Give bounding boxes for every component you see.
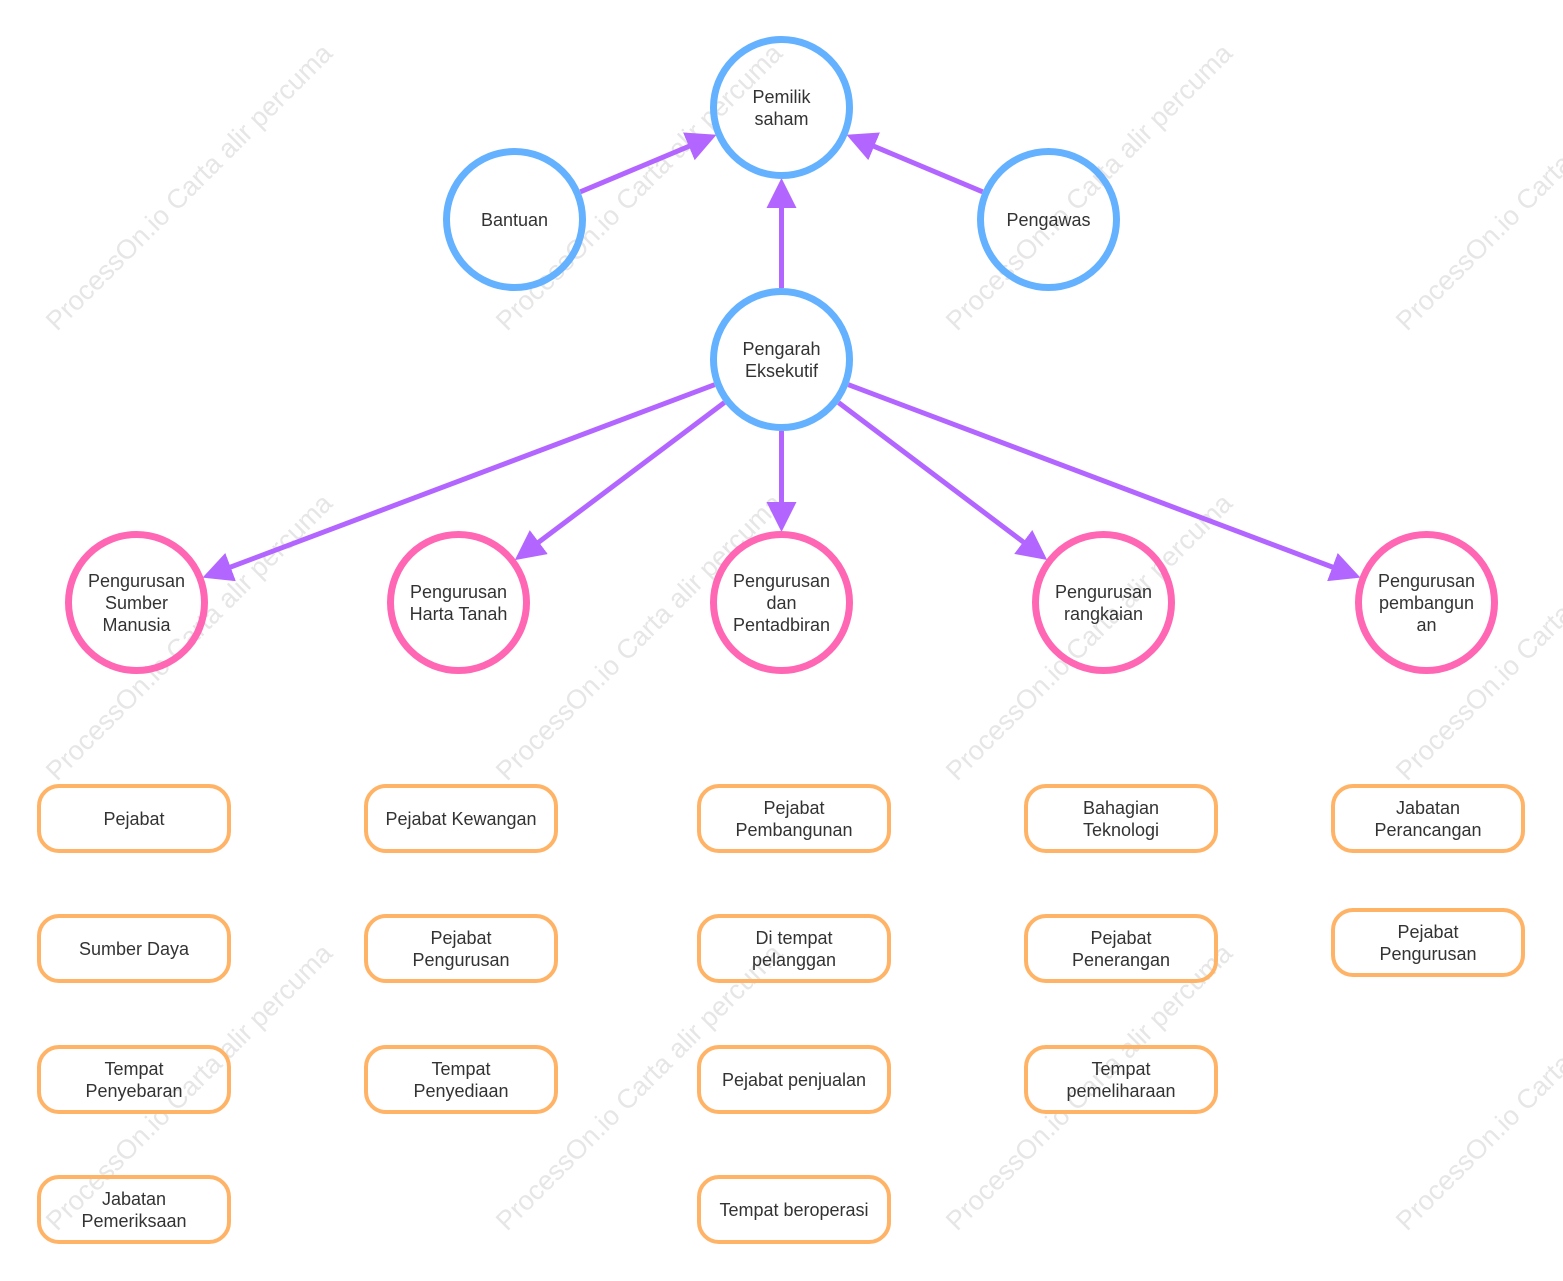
node-label: Pengawas xyxy=(1006,209,1091,230)
unit-pejabat-pengurusan-2[interactable]: Pejabat Pengurusan xyxy=(1331,908,1525,977)
node-dept-rangkaian[interactable]: Pengurusan rangkaian xyxy=(1032,531,1175,674)
node-pengawas[interactable]: Pengawas xyxy=(977,148,1120,291)
unit-label: Pejabat Pengurusan xyxy=(412,927,510,970)
node-bantuan[interactable]: Bantuan xyxy=(443,148,586,291)
unit-label: Sumber Daya xyxy=(78,938,190,959)
arrow-bantuan-to-pemilik_saham xyxy=(579,132,717,195)
unit-label: Pejabat Penerangan xyxy=(1071,927,1171,970)
unit-tempat-beroperasi[interactable]: Tempat beroperasi xyxy=(697,1175,891,1244)
unit-label: Pejabat xyxy=(103,808,165,829)
node-label: Pengurusan Harta Tanah xyxy=(409,581,508,624)
node-label: Pengurusan rangkaian xyxy=(1054,581,1153,624)
node-pemilik-saham[interactable]: Pemilik saham xyxy=(710,36,853,179)
unit-sumber-daya[interactable]: Sumber Daya xyxy=(37,914,231,983)
arrow-pengarah_eksekutif-to-dept_sumber_manusia xyxy=(202,382,716,582)
unit-tempat-penyebaran[interactable]: Tempat Penyebaran xyxy=(37,1045,231,1114)
unit-tempat-pemeliharaan[interactable]: Tempat pemeliharaan xyxy=(1024,1045,1218,1114)
unit-label: Tempat pemeliharaan xyxy=(1066,1058,1176,1101)
unit-label: Pejabat penjualan xyxy=(721,1069,867,1090)
unit-tempat-penyediaan[interactable]: Tempat Penyediaan xyxy=(364,1045,558,1114)
node-dept-pentadbiran[interactable]: Pengurusan dan Pentadbiran xyxy=(710,531,853,674)
node-pengarah-eksekutif[interactable]: Pengarah Eksekutif xyxy=(710,288,853,431)
node-label: Pemilik saham xyxy=(752,86,811,129)
unit-label: Jabatan Perancangan xyxy=(1374,797,1482,840)
unit-label: Tempat Penyebaran xyxy=(85,1058,183,1101)
unit-di-tempat-pelanggan[interactable]: Di tempat pelanggan xyxy=(697,914,891,983)
arrow-pengarah_eksekutif-to-dept_harta_tanah xyxy=(514,400,726,561)
unit-label: Jabatan Pemeriksaan xyxy=(81,1188,187,1231)
node-label: Pengarah Eksekutif xyxy=(742,338,821,381)
unit-label: Tempat beroperasi xyxy=(719,1199,869,1220)
node-label: Pengurusan Sumber Manusia xyxy=(87,570,186,635)
unit-jabatan-perancangan[interactable]: Jabatan Perancangan xyxy=(1331,784,1525,853)
node-dept-harta-tanah[interactable]: Pengurusan Harta Tanah xyxy=(387,531,530,674)
arrow-pengawas-to-pemilik_saham xyxy=(846,132,984,195)
unit-pejabat-pembangunan[interactable]: Pejabat Pembangunan xyxy=(697,784,891,853)
unit-label: Pejabat Kewangan xyxy=(385,808,537,829)
unit-jabatan-pemeriksaan[interactable]: Jabatan Pemeriksaan xyxy=(37,1175,231,1244)
unit-pejabat-kewangan[interactable]: Pejabat Kewangan xyxy=(364,784,558,853)
unit-pejabat[interactable]: Pejabat xyxy=(37,784,231,853)
arrow-pengarah_eksekutif-to-dept_pembangunan xyxy=(847,382,1361,582)
node-dept-sumber-manusia[interactable]: Pengurusan Sumber Manusia xyxy=(65,531,208,674)
node-label: Bantuan xyxy=(480,209,549,230)
node-dept-pembangunan[interactable]: Pengurusan pembangun an xyxy=(1355,531,1498,674)
unit-pejabat-penerangan[interactable]: Pejabat Penerangan xyxy=(1024,914,1218,983)
unit-label: Pejabat Pengurusan xyxy=(1379,921,1477,964)
unit-pejabat-pengurusan[interactable]: Pejabat Pengurusan xyxy=(364,914,558,983)
node-label: Pengurusan pembangun an xyxy=(1377,570,1476,635)
unit-label: Bahagian Teknologi xyxy=(1082,797,1160,840)
unit-bahagian-teknologi[interactable]: Bahagian Teknologi xyxy=(1024,784,1218,853)
node-label: Pengurusan dan Pentadbiran xyxy=(732,570,831,635)
unit-label: Di tempat pelanggan xyxy=(751,927,837,970)
unit-pejabat-penjualan[interactable]: Pejabat penjualan xyxy=(697,1045,891,1114)
unit-label: Pejabat Pembangunan xyxy=(735,797,853,840)
arrow-pengarah_eksekutif-to-dept_rangkaian xyxy=(837,400,1048,561)
unit-label: Tempat Penyediaan xyxy=(413,1058,509,1101)
